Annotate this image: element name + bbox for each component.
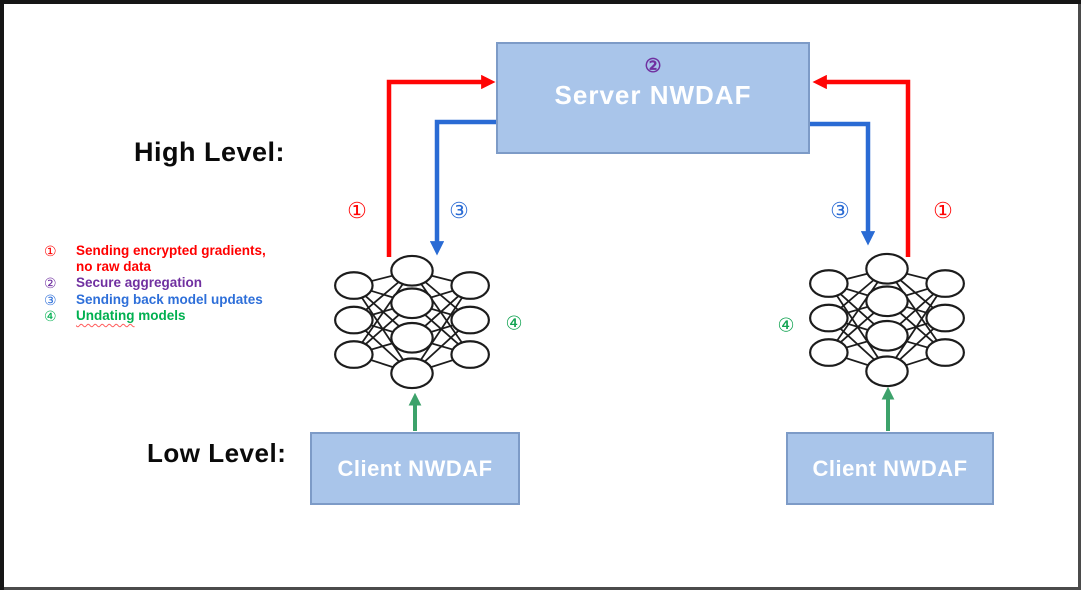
step3-marker-left: ③ [449, 198, 469, 223]
step4-marker-left: ④ [505, 313, 523, 335]
step1-marker-left: ① [347, 198, 367, 223]
legend-num-1: ① [44, 243, 57, 259]
server-nwdaf-label: Server NWDAF [554, 79, 752, 110]
legend-num-2: ② [44, 275, 57, 292]
model-update-arrow-right [810, 121, 876, 246]
high-level-label: High Level: [134, 137, 286, 167]
legend-item-3: ③ Sending back model updates [44, 292, 334, 308]
legend-num-4: ④ [44, 307, 57, 324]
upload-gradients-arrow-left [386, 74, 496, 257]
secure-aggregation-marker: ② [644, 56, 662, 77]
legend-text-4: Undating models [76, 307, 186, 323]
client-nwdaf-box-right: Client NWDAF [786, 432, 994, 505]
client-nwdaf-box-left: Client NWDAF [310, 432, 520, 505]
step1-marker-right: ① [933, 198, 953, 223]
legend-text-3: Sending back model updates [76, 291, 263, 307]
neural-network-icon-right [809, 252, 965, 388]
client-nwdaf-label-left: Client NWDAF [337, 455, 493, 481]
step3-marker-right: ③ [830, 198, 850, 223]
legend-item-1: ① Sending encrypted gradients, no raw da… [44, 243, 334, 275]
upload-gradients-arrow-right [812, 74, 911, 257]
legend-item-2: ② Secure aggregation [44, 275, 334, 291]
low-level-label: Low Level: [147, 438, 287, 468]
model-update-arrow-left [429, 119, 496, 256]
legend-text-1: Sending encrypted gradients, no raw data [76, 243, 266, 275]
legend: ① Sending encrypted gradients, no raw da… [44, 243, 334, 324]
step4-marker-right: ④ [777, 315, 795, 337]
neural-network-icon-left [334, 254, 490, 390]
legend-item-4: ④ Undating models [44, 308, 334, 324]
server-nwdaf-box: ② Server NWDAF [496, 42, 810, 154]
client-nwdaf-label-right: Client NWDAF [812, 455, 968, 481]
legend-num-3: ③ [44, 291, 57, 308]
legend-text-2: Secure aggregation [76, 275, 203, 291]
